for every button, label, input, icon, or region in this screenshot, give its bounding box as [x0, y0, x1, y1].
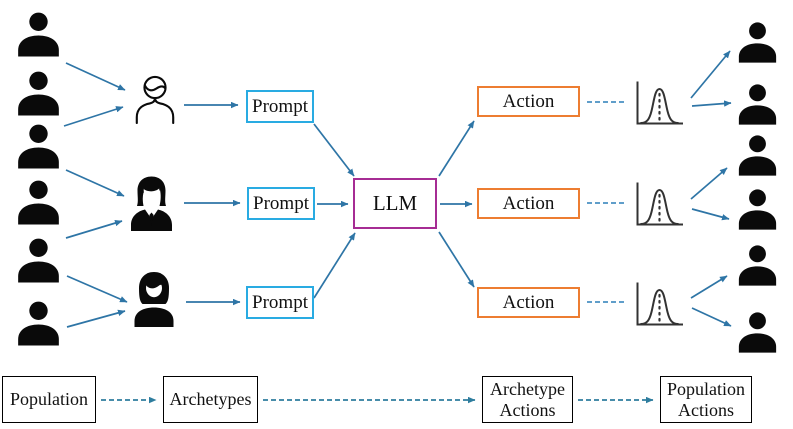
action-label: Action: [502, 90, 555, 112]
stage-label: Population Actions: [666, 379, 745, 420]
arrow-population-to-archetype1: [63, 106, 124, 127]
person-silhouette-icon: [15, 238, 62, 283]
person-silhouette-icon: [15, 124, 62, 169]
llm-box: LLM: [353, 178, 437, 229]
arrow-distribution3-to-person: [690, 275, 728, 299]
prompt-label: Prompt: [253, 192, 309, 214]
action-box-2: Action: [477, 188, 580, 219]
arrow-population-to-archetype3: [66, 309, 126, 328]
action-label: Action: [502, 192, 555, 214]
stage-label: Population: [9, 389, 88, 410]
stage-box-population-actions: Population Actions: [660, 376, 752, 423]
person-silhouette-icon: [15, 12, 62, 57]
arrow-distribution1-to-person: [690, 50, 731, 99]
arrow-population-to-archetype2: [65, 219, 123, 239]
person-silhouette-icon: [736, 187, 779, 232]
arrow-llm-to-action1: [438, 120, 475, 177]
person-silhouette-icon: [736, 243, 779, 288]
person-silhouette-icon: [736, 20, 779, 65]
stage-box-population: Population: [2, 376, 96, 423]
person-silhouette-icon: [736, 133, 779, 178]
bell-curve-icon: [633, 281, 685, 328]
person-silhouette-icon: [736, 82, 779, 127]
arrow-distribution2-to-person: [690, 167, 728, 200]
arrow-population-to-archetype3: [66, 275, 128, 303]
stage-label: Archetypes: [169, 389, 252, 410]
woman-silhouette-icon: [131, 271, 177, 327]
action-box-1: Action: [477, 86, 580, 117]
stage-label: Archetype Actions: [490, 379, 565, 420]
person-silhouette-icon: [15, 71, 62, 116]
bell-curve-icon: [633, 181, 685, 228]
arrow-llm-to-action3: [438, 231, 475, 288]
prompt-label: Prompt: [252, 291, 308, 313]
arrow-population-to-archetype2: [65, 169, 125, 197]
llm-label: LLM: [372, 191, 418, 215]
stage-box-archetypes: Archetypes: [163, 376, 258, 423]
arrow-population-to-archetype1: [65, 62, 126, 91]
person-silhouette-icon: [736, 310, 779, 355]
person-silhouette-icon: [15, 180, 62, 225]
action-box-3: Action: [477, 287, 580, 318]
arrow-prompt1-to-llm: [313, 123, 355, 177]
arrow-distribution3-to-person: [691, 307, 732, 327]
action-label: Action: [502, 291, 555, 313]
arrow-distribution2-to-person: [691, 208, 730, 221]
arrow-prompt3-to-llm: [313, 232, 356, 299]
prompt-box-2: Prompt: [247, 187, 315, 220]
person-outline-icon: [132, 74, 178, 124]
businesswoman-silhouette-icon: [129, 176, 174, 231]
bell-curve-icon: [633, 80, 685, 127]
prompt-box-3: Prompt: [246, 286, 314, 319]
person-silhouette-icon: [15, 301, 62, 346]
prompt-box-1: Prompt: [246, 90, 314, 123]
stage-box-archetype-actions: Archetype Actions: [482, 376, 573, 423]
arrow-distribution1-to-person: [691, 100, 732, 107]
prompt-label: Prompt: [252, 95, 308, 117]
